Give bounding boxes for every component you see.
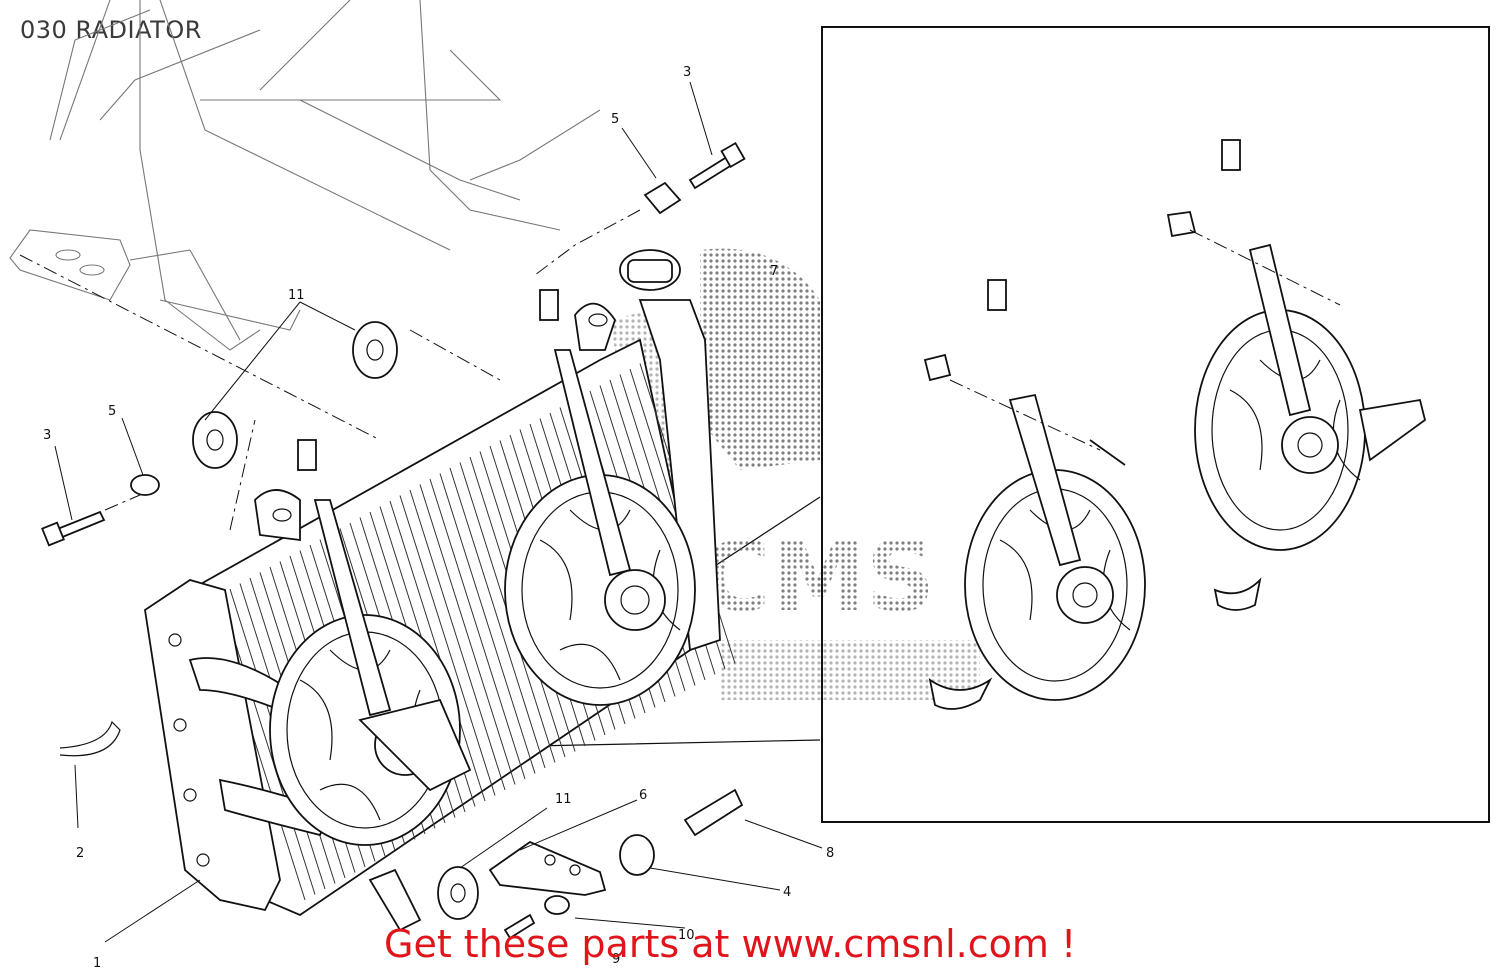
callout-labels: 1 2 3 3 4 5 5 6 7 8 9 10 11 11 (43, 65, 834, 971)
callout-10: 10 (678, 928, 695, 943)
callout-1: 1 (93, 956, 101, 971)
radiator-fin (419, 484, 516, 785)
detail-inset-box (821, 26, 1490, 823)
callout-11-bottom: 11 (555, 792, 572, 807)
small-parts (41, 141, 746, 940)
promo-link-text[interactable]: Get these parts at www.cmsnl.com ! (384, 922, 1077, 966)
callout-4: 4 (783, 885, 791, 900)
inset-fan-left (923, 279, 1146, 710)
callout-5-left: 5 (108, 404, 116, 419)
callout-3-top: 3 (683, 65, 691, 80)
assembly-lines (19, 209, 1341, 531)
svg-text:CMS: CMS (700, 521, 935, 633)
chassis-frame (9, 0, 601, 351)
callout-6: 6 (639, 788, 647, 803)
page-title: 030 RADIATOR (20, 16, 202, 44)
radiator-fin (449, 467, 546, 769)
radiator-fin (429, 478, 526, 780)
leader-lines (54, 81, 823, 943)
callout-2: 2 (76, 846, 84, 861)
fan-assembly-front (269, 439, 472, 846)
callout-8: 8 (826, 846, 834, 861)
fan-assembly-rear (504, 289, 696, 706)
radiator-fin (409, 489, 506, 791)
radiator-fin (439, 473, 536, 774)
callout-5-top: 5 (611, 112, 619, 127)
callout-3-left: 3 (43, 428, 51, 443)
callout-11-left: 11 (288, 288, 305, 303)
callout-9: 9 (612, 952, 620, 967)
radiator-fin (399, 495, 496, 796)
callout-7: 7 (770, 264, 778, 279)
inset-fan-right (1166, 139, 1427, 611)
radiator-fin (389, 500, 486, 802)
